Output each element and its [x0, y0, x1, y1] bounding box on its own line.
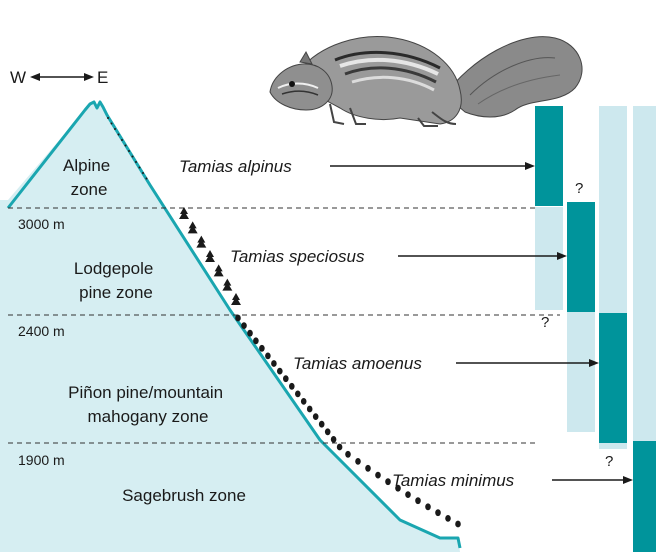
summit-dot [125, 145, 127, 147]
species-label-minimus: Tamias minimus [392, 471, 515, 490]
shrub-glyph [247, 330, 253, 337]
zone-sagebrush-line-1: Sagebrush zone [122, 486, 246, 505]
conifer-glyph [188, 221, 198, 233]
species-label-alpinus: Tamias alpinus [179, 157, 292, 176]
shrub-glyph [425, 503, 431, 510]
summit-dot [128, 150, 130, 152]
shrub-glyph [307, 406, 313, 413]
shrub-glyph [271, 360, 277, 367]
conifer-glyph [179, 207, 189, 219]
conifer-glyph [205, 250, 215, 262]
conifer-glyph [214, 264, 224, 276]
summit-dot [142, 172, 144, 174]
zone-lodgepole-line-1: Lodgepole [74, 259, 153, 278]
shrub-glyph [313, 413, 319, 420]
range-bar-amoenus-uncertain-top [599, 106, 627, 313]
summit-dot [111, 123, 113, 125]
shrub-glyph [445, 515, 451, 522]
range-bar-amoenus-uncertain-bottom [599, 443, 627, 449]
shrub-glyph [385, 478, 391, 485]
summit-dot [114, 128, 116, 130]
shrub-glyph [405, 491, 411, 498]
range-bar-speciosus-uncertain [567, 312, 595, 432]
shrub-glyph [331, 436, 337, 443]
zone-alpine-line-1: Alpine [63, 156, 110, 175]
direction-arrow [30, 73, 94, 81]
conifer-glyph [231, 293, 241, 305]
uncertain-marker-amoenus-bottom: ? [605, 453, 613, 470]
shrub-glyph [319, 421, 325, 428]
shrub-glyph [241, 322, 247, 329]
shrub-glyph [259, 345, 265, 352]
shrub-glyph [375, 472, 381, 479]
summit-dot [121, 139, 123, 141]
shrub-glyph [415, 497, 421, 504]
shrub-glyph [235, 315, 241, 322]
summit-dot [146, 178, 148, 180]
species-label-speciosus: Tamias speciosus [230, 247, 365, 266]
shrub-glyph [301, 398, 307, 405]
zone-pinon-line-1: Piñon pine/mountain [68, 383, 223, 402]
summit-dot [135, 161, 137, 163]
shrub-glyph [345, 451, 351, 458]
shrub-glyph [325, 428, 331, 435]
shrub-glyph [283, 375, 289, 382]
shrub-glyph [295, 391, 301, 398]
summit-dot [139, 167, 141, 169]
direction-west-label: W [10, 68, 26, 87]
summit-dot [132, 156, 134, 158]
shrub-glyph [253, 337, 259, 344]
shrub-glyph [355, 458, 361, 465]
summit-dot [118, 134, 120, 136]
zone-alpine-line-2: zone [71, 180, 108, 199]
conifer-glyph [196, 236, 206, 248]
uncertain-marker-speciosus-top: ? [575, 180, 583, 197]
range-bar-amoenus [599, 313, 627, 443]
shrub-glyph [435, 509, 441, 516]
range-bar-minimus [633, 441, 656, 552]
summit-dot [107, 117, 109, 119]
elevation-label-1900: 1900 m [18, 452, 65, 468]
shrub-glyph [265, 353, 271, 360]
conifer-glyph [222, 279, 232, 291]
shrub-glyph [365, 465, 371, 472]
arrow-minimus-head [623, 476, 633, 484]
range-bar-alpinus [535, 106, 563, 206]
zone-pinon-line-2: mahogany zone [88, 407, 209, 426]
elevation-label-3000: 3000 m [18, 216, 65, 232]
elevation-label-2400: 2400 m [18, 323, 65, 339]
shrub-glyph [277, 368, 283, 375]
zone-label-sagebrush: Sagebrush zone [122, 486, 246, 505]
shrub-glyph [337, 444, 343, 451]
shrub-glyph [289, 383, 295, 390]
direction-east-label: E [97, 68, 108, 87]
zone-lodgepole-line-2: pine zone [79, 283, 153, 302]
arrow-alpinus-head [525, 162, 535, 170]
range-bar-speciosus [567, 202, 595, 312]
shrub-glyph [455, 521, 461, 528]
range-bar-minimus-uncertain [633, 106, 656, 443]
uncertain-marker-alpinus-bottom: ? [541, 314, 549, 331]
species-label-amoenus: Tamias amoenus [293, 354, 422, 373]
